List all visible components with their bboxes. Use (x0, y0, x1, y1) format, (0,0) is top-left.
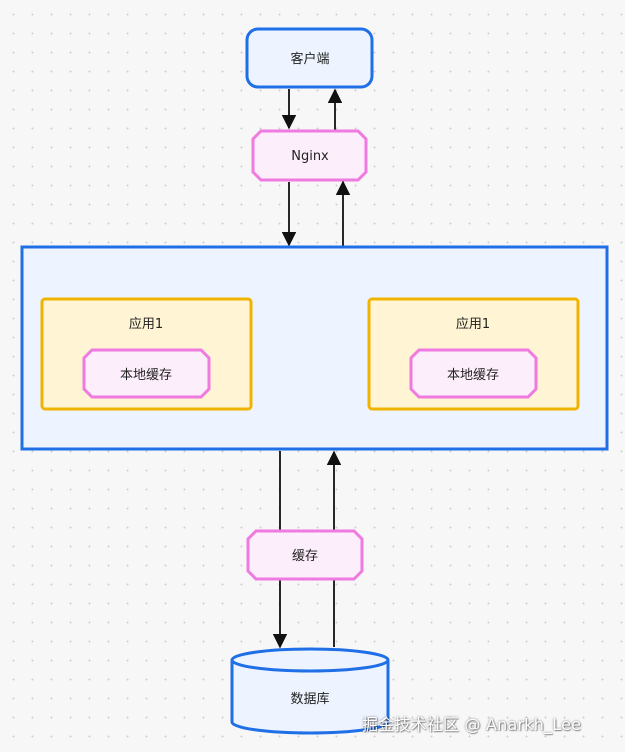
nginx-node[interactable]: Nginx (251, 129, 368, 182)
local-cache-left-node[interactable]: 本地缓存 (82, 348, 211, 399)
nginx-label: Nginx (291, 149, 329, 164)
database-node[interactable]: 数据库 (230, 647, 390, 735)
watermark: 掘金技术社区 @ Anarkh_Lee (362, 715, 582, 734)
cache-node[interactable]: 缓存 (246, 529, 364, 581)
app-right-label: 应用1 (456, 316, 490, 332)
cache-label: 缓存 (292, 549, 318, 564)
database-label: 数据库 (290, 691, 329, 707)
local-cache-left-label: 本地缓存 (120, 368, 172, 383)
client-node[interactable]: 客户端 (245, 27, 374, 89)
local-cache-right-label: 本地缓存 (447, 368, 499, 383)
local-cache-right-node[interactable]: 本地缓存 (409, 348, 538, 399)
client-label: 客户端 (290, 51, 329, 67)
app-left-label: 应用1 (129, 316, 163, 332)
